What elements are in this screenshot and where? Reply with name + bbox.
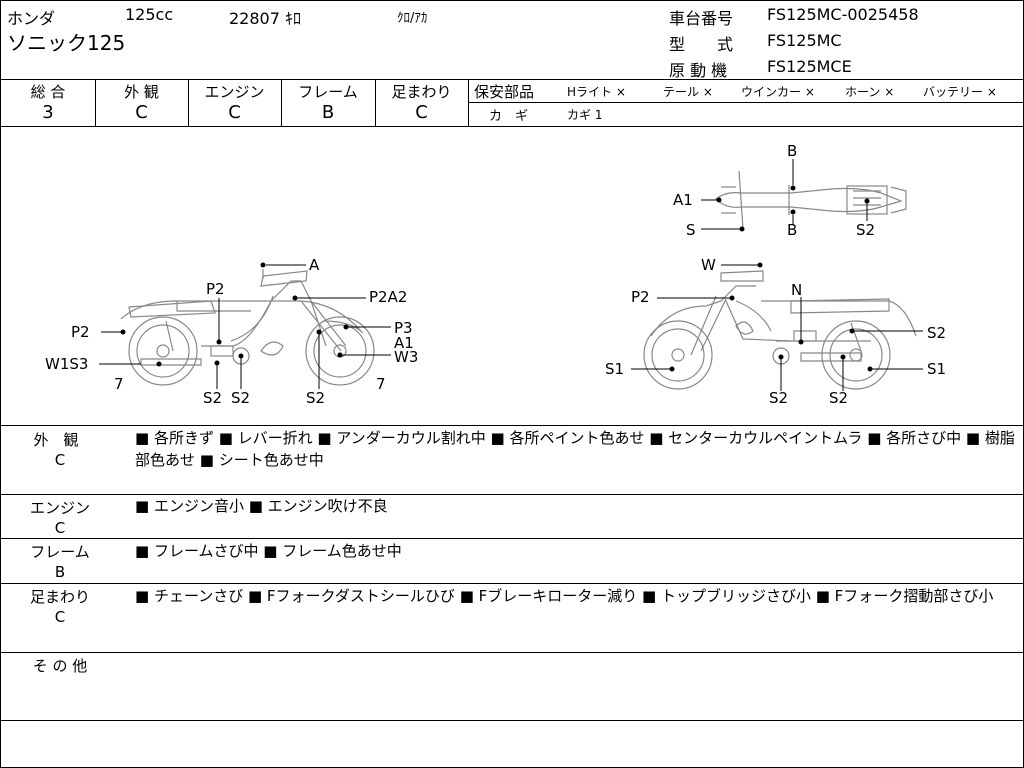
diagram-label: W3 (394, 348, 419, 366)
type-value: FS125MC (767, 31, 842, 50)
mileage: 22807 ｷﾛ (229, 9, 301, 28)
safety-winker: ウインカー × (741, 85, 815, 99)
safety-horn: ホーン × (845, 85, 895, 99)
grade-frame-label: フレーム (298, 83, 358, 101)
left-front-wheel (305, 316, 375, 386)
frame-number-label: 車台番号 (669, 9, 734, 28)
remarks-suspension-grade: C (54, 608, 66, 626)
remarks-suspension-name: 足まわり (29, 588, 90, 606)
diagram-label: S (686, 221, 696, 239)
right-front-wheel (643, 320, 713, 390)
diagram-label: S2 (927, 324, 947, 342)
remarks-frame-name: フレーム (30, 543, 90, 561)
diagram-label: B (787, 142, 798, 160)
diagram-label: P2 (631, 288, 650, 306)
remarks-engine-grade: C (54, 519, 66, 537)
diagram-label: P2 (206, 280, 225, 298)
diagram-label: P3 (394, 319, 413, 337)
diagram-label: N (791, 281, 803, 299)
diagram-label: S2 (306, 389, 326, 407)
diagram-label: 7 (376, 375, 386, 393)
safety-battery: バッテリー × (923, 85, 997, 99)
diagram-label: S2 (203, 389, 223, 407)
grade-overall-value: 3 (42, 102, 54, 123)
grade-overall-label: 総 合 (30, 83, 66, 101)
key-label: カ ギ (489, 109, 529, 124)
diagram-label: 7 (114, 375, 124, 393)
diagram-label: W1S3 (45, 355, 89, 373)
grade-engine-label: エンジン (204, 83, 265, 101)
safety-parts-label: 保安部品 (474, 83, 535, 101)
diagram-label: A (309, 256, 320, 274)
remarks-exterior-text: ■ 各所きず ■ レバー折れ ■ アンダーカウル割れ中 ■ 各所ペイント色あせ … (135, 429, 1015, 469)
diagram-label: S2 (231, 389, 251, 407)
displacement: 125cc (125, 5, 174, 24)
grade-exterior-value: C (135, 102, 148, 123)
remarks-other-name: そ の 他 (32, 657, 88, 675)
maker: ホンダ (7, 9, 56, 28)
diagram-label: S2 (856, 221, 876, 239)
remarks-suspension-text: ■ チェーンさび ■ Fフォークダストシールひび ■ Fブレーキローター減り ■… (135, 587, 994, 605)
model-name: ソニック125 (7, 31, 126, 55)
safety-tail: テール × (663, 85, 713, 99)
grade-engine-value: C (228, 102, 241, 123)
grade-suspension-value: C (415, 102, 428, 123)
diagram-label: P2 (71, 323, 90, 341)
diagram-label: S1 (927, 360, 947, 378)
safety-headlight: Hライト × (567, 85, 626, 99)
diagram-label: S1 (605, 360, 625, 378)
diagram-label: S2 (829, 389, 849, 407)
left-rear-wheel (128, 316, 198, 386)
remarks-exterior-grade: C (54, 451, 66, 469)
diagram-label: S2 (769, 389, 789, 407)
key-value: カギ 1 (567, 108, 603, 122)
grade-frame-value: B (321, 102, 335, 123)
engine-model-value: FS125MCE (767, 57, 852, 76)
type-label: 型 式 (669, 35, 734, 54)
right-rear-wheel (821, 320, 891, 390)
engine-model-label: 原 動 機 (669, 61, 728, 80)
color: ｸﾛ/ｱｶ (397, 11, 428, 26)
remarks-engine-text: ■ エンジン音小 ■ エンジン吹け不良 (135, 497, 388, 515)
diagram-label: B (787, 221, 798, 239)
diagram-label: P2A2 (369, 288, 408, 306)
motorcycle-diagrams (99, 159, 923, 391)
frame-number-value: FS125MC-0025458 (767, 5, 919, 24)
grade-suspension-label: 足まわり (391, 83, 452, 101)
remarks-frame-grade: B (54, 563, 66, 581)
remarks-exterior-name: 外 観 (33, 431, 79, 449)
diagram-label: A1 (673, 191, 693, 209)
diagram-label: W (701, 256, 716, 274)
remarks-frame-text: ■ フレームさび中 ■ フレーム色あせ中 (135, 542, 402, 560)
diagram-label: A1 (394, 334, 414, 352)
remarks-engine-name: エンジン (29, 499, 90, 517)
grade-exterior-label: 外 観 (124, 83, 159, 101)
